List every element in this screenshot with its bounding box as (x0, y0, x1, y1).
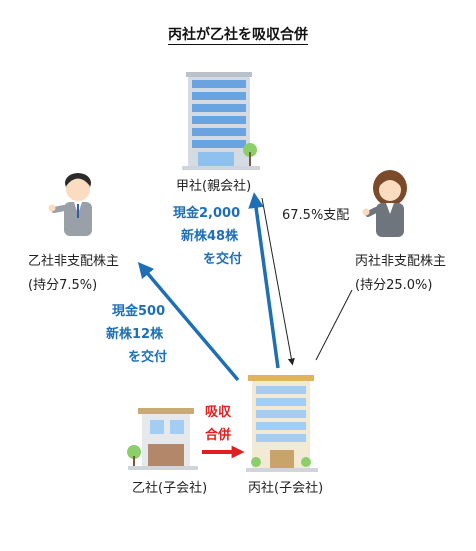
consideration-arrow-parent (248, 192, 280, 369)
otsu-shareholder-icon (48, 173, 92, 236)
ownership-label: 67.5%支配 (282, 208, 350, 223)
hei-company-label: 丙社(子会社) (248, 481, 324, 496)
control-arrow (261, 197, 295, 366)
otsu-minority-name: 乙社非支配株主 (28, 254, 120, 269)
hei-minority-stake: (持分25.0%) (355, 278, 433, 293)
consideration-arrow-otsu (137, 261, 240, 382)
hei-building-icon (246, 375, 318, 472)
otsu-building-icon (127, 408, 198, 470)
parent-consideration-shares: 新株48株 (181, 229, 239, 244)
otsu-consideration-shares: 新株12株 (106, 327, 164, 342)
merger-label-line1: 吸収 (205, 405, 232, 420)
parent-building-icon (182, 72, 260, 170)
hei-minority-line (315, 289, 353, 361)
otsu-company-label: 乙社(子会社) (132, 481, 208, 496)
parent-consideration-deliver: を交付 (203, 252, 243, 267)
parent-company-label: 甲社(親会社) (176, 179, 252, 194)
otsu-consideration-cash: 現金500 (112, 304, 166, 319)
otsu-minority-stake: (持分7.5%) (28, 278, 98, 293)
diagram-title: 丙社が乙社を吸収合併 (168, 27, 308, 45)
parent-consideration-cash: 現金2,000 (173, 206, 241, 221)
merger-label-line2: 合併 (205, 428, 232, 443)
hei-minority-name: 丙社非支配株主 (355, 254, 447, 269)
hei-shareholder-icon (362, 170, 407, 237)
otsu-consideration-deliver: を交付 (128, 350, 168, 365)
